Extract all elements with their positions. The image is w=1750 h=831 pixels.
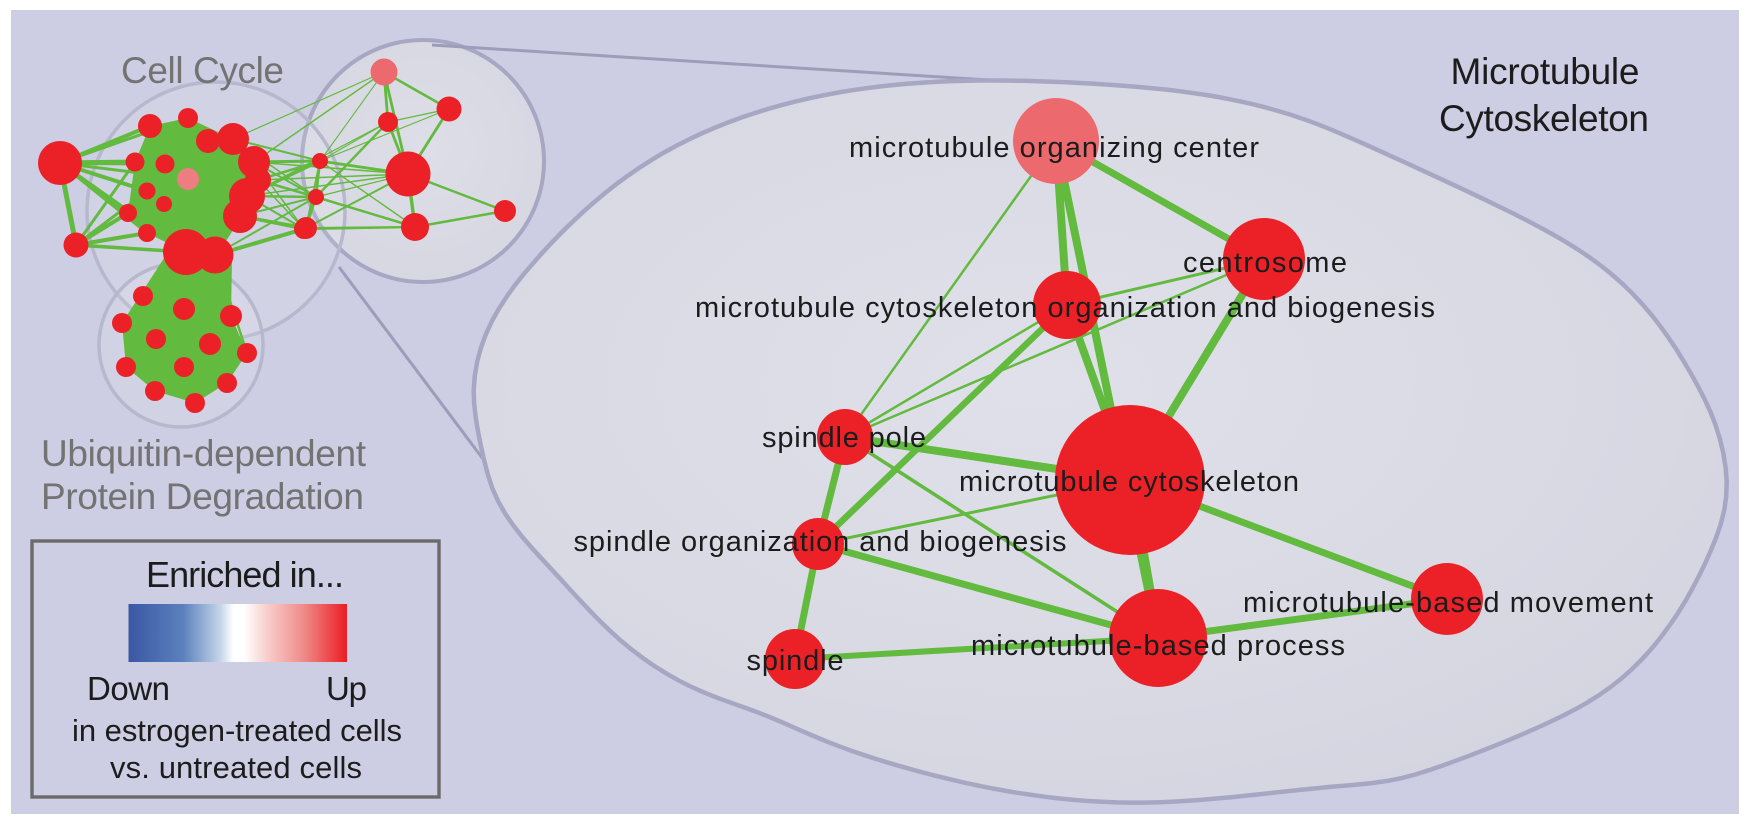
svg-text:centrosome: centrosome	[1183, 247, 1347, 279]
svg-text:Ubiquitin-dependent: Ubiquitin-dependent	[41, 433, 367, 474]
svg-text:microtubule-based movement: microtubule-based movement	[1243, 587, 1653, 619]
svg-text:Cell Cycle: Cell Cycle	[121, 50, 284, 91]
svg-text:Microtubule: Microtubule	[1451, 51, 1640, 92]
svg-text:spindle: spindle	[747, 645, 844, 677]
svg-text:microtubule-based process: microtubule-based process	[971, 630, 1345, 662]
svg-text:Protein Degradation: Protein Degradation	[41, 476, 364, 517]
svg-text:spindle organization and bioge: spindle organization and biogenesis	[574, 526, 1067, 558]
svg-text:Down: Down	[87, 670, 170, 707]
svg-text:vs. untreated cells: vs. untreated cells	[110, 750, 362, 785]
svg-text:Enriched in...: Enriched in...	[146, 554, 344, 595]
svg-text:microtubule organizing center: microtubule organizing center	[849, 132, 1259, 164]
svg-text:spindle pole: spindle pole	[762, 422, 926, 454]
svg-text:Up: Up	[326, 670, 367, 707]
svg-text:microtubule cytoskeleton: microtubule cytoskeleton	[959, 466, 1299, 498]
svg-text:microtubule cytoskeleton organ: microtubule cytoskeleton organization an…	[695, 292, 1435, 324]
svg-text:in estrogen-treated cells: in estrogen-treated cells	[72, 713, 402, 748]
svg-text:Cytoskeleton: Cytoskeleton	[1439, 98, 1649, 139]
